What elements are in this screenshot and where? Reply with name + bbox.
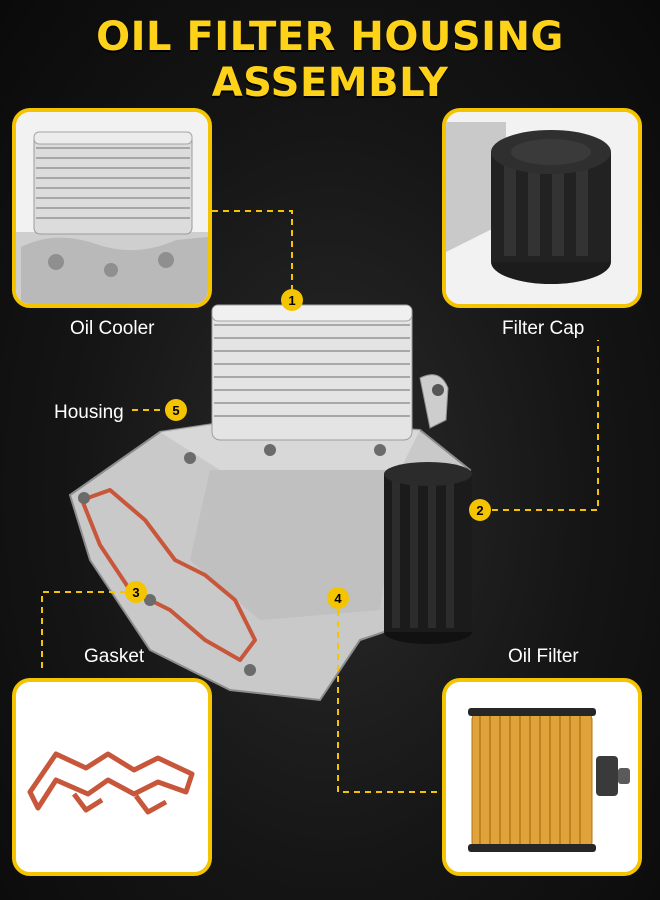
- oil-cooler-image: [16, 112, 208, 304]
- page-title: OIL FILTER HOUSING ASSEMBLY: [96, 14, 564, 106]
- oil-filter-panel: [442, 678, 642, 876]
- callout-5: 5: [165, 399, 187, 421]
- filter-cap-panel: [442, 108, 642, 308]
- filter-cap-image: [446, 112, 638, 304]
- oil-filter-label: Oil Filter: [508, 646, 579, 667]
- svg-text:1: 1: [288, 293, 295, 308]
- gasket-image: [16, 682, 208, 872]
- oil-cooler-label: Oil Cooler: [70, 318, 155, 339]
- gasket-panel: [12, 678, 212, 876]
- oil-cooler-panel: [12, 108, 212, 308]
- callout-4: 4: [327, 587, 349, 609]
- callout-3: 3: [125, 581, 147, 603]
- oil-filter-image: [446, 682, 638, 872]
- filter-cap-label: Filter Cap: [502, 318, 585, 339]
- svg-text:2: 2: [476, 503, 483, 518]
- svg-text:5: 5: [172, 403, 179, 418]
- callout-2: 2: [469, 499, 491, 521]
- svg-text:4: 4: [334, 591, 342, 606]
- gasket-label: Gasket: [84, 646, 145, 667]
- housing-label: Housing: [54, 402, 124, 423]
- svg-text:3: 3: [132, 585, 139, 600]
- callout-1: 1: [281, 289, 303, 311]
